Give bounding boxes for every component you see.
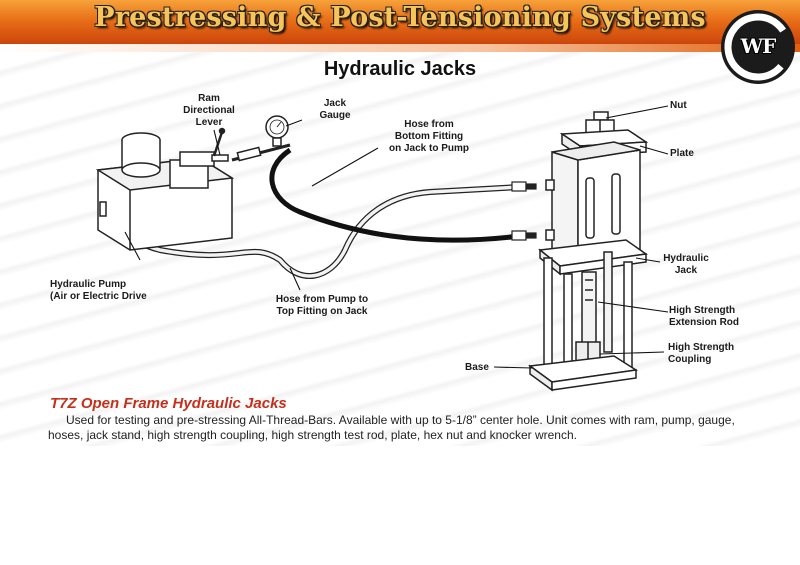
callout-hydraulic-pump: Hydraulic Pump (Air or Electric Drive — [50, 279, 147, 302]
callout-coupling: High Strength Coupling — [668, 342, 735, 365]
callout-extension-rod: High Strength Extension Rod — [669, 305, 740, 328]
logo-text: WF — [740, 34, 777, 58]
callout-plate: Plate — [670, 148, 694, 159]
product-title: T7Z Open Frame Hydraulic Jacks — [50, 395, 287, 412]
hydraulic-pump — [95, 127, 235, 251]
banner-swoosh — [0, 44, 800, 52]
hose-fittings — [511, 181, 537, 241]
callout-ram-lever: Ram Directional Lever — [183, 93, 235, 128]
hydraulic-jack — [528, 111, 649, 392]
product-description: Used for testing and pre-stressing All-T… — [48, 413, 735, 442]
callout-base: Base — [465, 362, 489, 373]
callout-hose-bottom: Hose from Bottom Fitting on Jack to Pump — [388, 119, 469, 154]
header-banner: Prestressing & Post-Tensioning Systems — [0, 0, 800, 46]
callout-jack-gauge: Jack Gauge — [319, 98, 351, 121]
hose-bottom-to-pump — [269, 147, 521, 243]
page-title: Hydraulic Jacks — [323, 58, 477, 80]
callout-hose-top: Hose from Pump to Top Fitting on Jack — [275, 294, 369, 317]
hydraulic-jack-diagram — [95, 105, 669, 392]
jack-gauge — [231, 115, 291, 162]
callout-nut: Nut — [670, 100, 687, 111]
wf-logo-icon — [721, 10, 795, 84]
blank-area — [0, 446, 800, 565]
callout-leaders — [124, 105, 669, 369]
banner-title: Prestressing & Post-Tensioning Systems — [94, 2, 706, 33]
callout-hydraulic-jack: Hydraulic Jack — [663, 253, 709, 276]
